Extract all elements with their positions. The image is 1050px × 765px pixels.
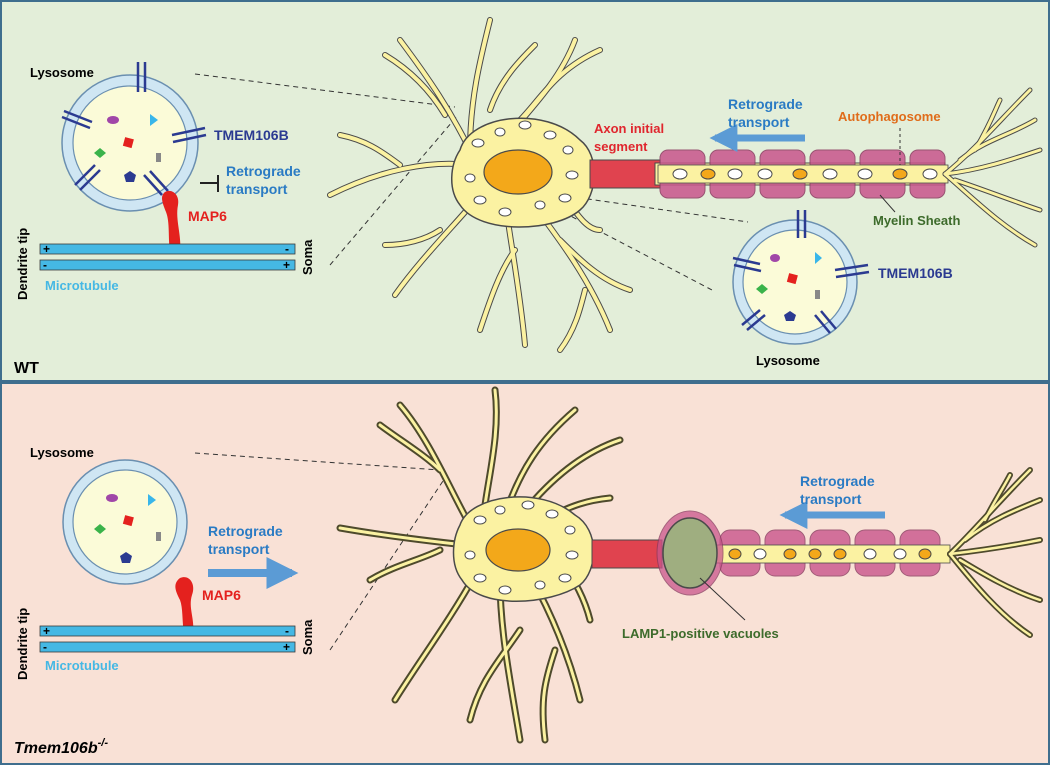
retrograde-axon-label-2: transport — [728, 114, 790, 130]
cargo-triangle-icon — [148, 494, 156, 506]
ais-label-1: Axon initial — [594, 121, 664, 136]
ko-dendrite-fill — [338, 388, 622, 742]
cargo-bar-icon — [156, 532, 161, 541]
cargo-diamond-icon — [756, 284, 768, 294]
ko-myelin-segments — [719, 529, 941, 577]
minus-sign-bottom: - — [43, 640, 47, 654]
microtubule-minus-strand — [39, 641, 296, 653]
wt-neuron — [327, 17, 1043, 353]
cargo-diamond-icon — [94, 524, 106, 534]
myelin-pointer — [879, 194, 896, 213]
microtubule-plus-strand — [39, 243, 296, 255]
retrograde-label-left-1: Retrograde — [208, 523, 283, 539]
retrograde-axon-label-1: Retrograde — [800, 473, 875, 489]
wt-panel: WT Lysosome TMEM106B Retrograde transpor… — [0, 0, 1050, 382]
retrograde-axon-label-1: Retrograde — [728, 96, 803, 112]
axon-terminals-fill — [943, 88, 1042, 247]
lysosome-label-right: Lysosome — [756, 353, 820, 368]
map6-protein-icon — [162, 190, 181, 253]
soma-label: Soma — [300, 619, 315, 655]
ko-axon-terminals-fill — [948, 468, 1042, 637]
lamp1-pointer — [699, 577, 746, 621]
plus-sign-bottom: + — [283, 258, 290, 272]
minus-sign-top: - — [285, 242, 289, 256]
retrograde-label-left-2: transport — [208, 541, 270, 557]
cargo-oval-icon — [107, 116, 119, 124]
cargo-pentagon-icon — [784, 311, 796, 321]
cargo-triangle-icon — [815, 252, 822, 264]
map6-label: MAP6 — [202, 587, 241, 603]
nucleus — [483, 149, 553, 195]
ko-panel-label-main: Tmem106b — [14, 740, 98, 757]
minus-sign-bottom: - — [43, 258, 47, 272]
wt-lysosome-right — [732, 210, 870, 345]
nucleus — [485, 528, 551, 572]
cargo-square-icon — [122, 515, 134, 527]
dendrite-tip-label: Dendrite tip — [15, 228, 30, 300]
cargo-oval-icon — [106, 494, 118, 502]
retrograde-label-left-2: transport — [226, 181, 288, 197]
microtubule-label: Microtubule — [45, 278, 119, 293]
soma-label: Soma — [300, 239, 315, 275]
lysosome-label: Lysosome — [30, 445, 94, 460]
minus-sign-top: - — [285, 624, 289, 638]
ko-panel-label-sup: -/- — [98, 737, 109, 749]
cargo-pentagon-icon — [124, 171, 136, 182]
cargo-bar-icon — [815, 290, 820, 299]
microtubule-plus-strand — [39, 625, 296, 637]
tmem106b-label-left: TMEM106B — [214, 127, 289, 143]
map6-protein-icon — [175, 577, 194, 635]
axon-vesicles — [672, 168, 938, 180]
ko-lysosome-detail — [39, 459, 299, 653]
axon-initial-segment — [591, 539, 663, 569]
ko-soma-vesicles — [464, 500, 579, 595]
cargo-bar-icon — [156, 153, 161, 162]
map6-label: MAP6 — [188, 208, 227, 224]
microtubule-minus-strand — [39, 259, 296, 271]
ko-panel-label: Tmem106b-/- — [14, 737, 108, 757]
cargo-diamond-icon — [94, 148, 106, 158]
ais-label-2: segment — [594, 139, 648, 154]
cargo-square-icon — [786, 273, 798, 285]
retrograde-label-left-1: Retrograde — [226, 163, 301, 179]
soma-vesicles — [464, 120, 579, 217]
lamp1-vacuole — [662, 517, 718, 589]
wt-lysosome-detail — [39, 62, 296, 271]
ko-zoom-lines — [194, 452, 446, 651]
ko-axon-vesicles — [728, 548, 932, 560]
tmem106b-markers-right — [732, 210, 870, 334]
plus-sign-bottom: + — [283, 640, 290, 654]
dendrite-tip-label: Dendrite tip — [15, 608, 30, 680]
lysosome-label: Lysosome — [30, 65, 94, 80]
tmem106b-label-right: TMEM106B — [878, 265, 953, 281]
tmem106b-markers — [61, 62, 207, 196]
cargo-square-icon — [122, 137, 134, 149]
ko-neuron — [336, 386, 1043, 744]
cargo-pentagon-icon — [120, 552, 132, 563]
axon-initial-segment — [589, 159, 661, 189]
retrograde-axon-label-2: transport — [800, 491, 862, 507]
lamp1-label: LAMP1-positive vacuoles — [622, 626, 779, 641]
plus-sign-top: + — [43, 242, 50, 256]
myelin-sheath-label: Myelin Sheath — [873, 213, 960, 228]
ko-panel: Tmem106b-/- Lysosome Retrograde transpor… — [0, 382, 1050, 765]
zoom-lines — [194, 73, 749, 291]
plus-sign-top: + — [43, 624, 50, 638]
cargo-oval-icon — [770, 254, 780, 262]
cargo-triangle-icon — [150, 114, 158, 126]
autophagosome-label: Autophagosome — [838, 109, 941, 124]
microtubule-label: Microtubule — [45, 658, 119, 673]
wt-panel-label: WT — [14, 360, 39, 377]
